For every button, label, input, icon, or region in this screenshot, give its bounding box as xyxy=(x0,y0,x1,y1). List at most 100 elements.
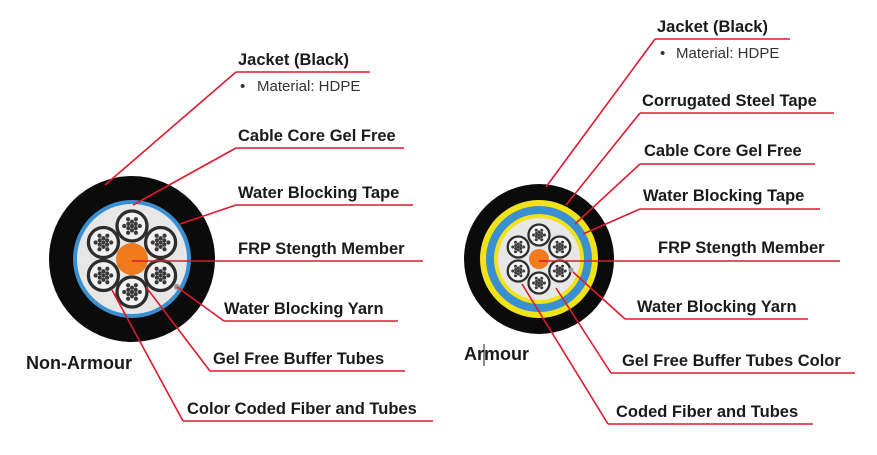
right-label-core: Cable Core Gel Free xyxy=(644,142,802,160)
left-fiber xyxy=(162,233,167,238)
right-fiber xyxy=(519,264,523,268)
left-fiber xyxy=(126,283,131,288)
right-fiber xyxy=(516,248,520,252)
right-fiber xyxy=(540,283,544,287)
left-label-yarn: Water Blocking Yarn xyxy=(224,300,384,318)
right-frp-member xyxy=(529,249,549,269)
right-fiber xyxy=(532,281,536,285)
right-fiber xyxy=(560,271,564,275)
left-fiber xyxy=(133,296,138,301)
right-fiber xyxy=(558,245,562,249)
right-fiber xyxy=(558,272,562,276)
right-fiber xyxy=(558,266,562,270)
right-fiber xyxy=(516,269,520,273)
right-fiber xyxy=(534,238,538,242)
left-fiber xyxy=(126,230,131,235)
left-fiber xyxy=(105,233,110,238)
left-fiber xyxy=(93,240,98,245)
right-fiber xyxy=(522,269,526,273)
left-fiber xyxy=(166,240,171,245)
left-fiber xyxy=(154,233,159,238)
right-fiber xyxy=(561,250,565,254)
right-fiber xyxy=(537,233,541,237)
right-fiber xyxy=(552,269,556,273)
left-fiber xyxy=(133,283,138,288)
right-bullet: • xyxy=(660,45,665,62)
right-fiber xyxy=(534,231,538,235)
right-fiber xyxy=(537,236,541,240)
left-fiber xyxy=(101,240,106,245)
left-fiber xyxy=(101,277,106,282)
right-fiber xyxy=(560,247,564,251)
right-fiber xyxy=(537,281,541,285)
left-fiber xyxy=(150,273,155,278)
right-fiber xyxy=(537,230,541,234)
left-fiber xyxy=(126,287,131,292)
left-bullet: • xyxy=(240,78,245,95)
right-water-blocking-yarn xyxy=(568,267,574,273)
right-fiber xyxy=(560,267,564,271)
right-label-steel: Corrugated Steel Tape xyxy=(642,92,817,110)
armour-cross-section xyxy=(464,184,614,334)
right-fiber xyxy=(534,235,538,239)
left-fiber xyxy=(122,289,127,295)
left-fiber xyxy=(154,242,159,247)
right-fiber xyxy=(511,269,515,273)
right-fiber xyxy=(513,274,517,278)
right-label-yarn: Water Blocking Yarn xyxy=(637,298,797,316)
right-fiber xyxy=(563,269,567,273)
right-label-tubes: Gel Free Buffer Tubes Color xyxy=(622,352,841,370)
left-fiber xyxy=(97,238,102,243)
right-fiber xyxy=(552,245,556,249)
left-fiber xyxy=(105,280,110,285)
left-fiber xyxy=(126,226,131,231)
left-fiber xyxy=(97,266,102,271)
left-fiber xyxy=(158,273,163,278)
left-fiber xyxy=(129,285,135,290)
right-fiber xyxy=(534,286,538,290)
left-fiber xyxy=(101,244,106,249)
right-label-frp: FRP Stength Member xyxy=(658,239,825,257)
right-fiber xyxy=(514,243,518,247)
left-fiber xyxy=(158,240,163,245)
left-fiber xyxy=(162,275,167,280)
left-fiber xyxy=(162,247,167,252)
left-fiber xyxy=(162,280,167,285)
left-fiber xyxy=(126,292,131,297)
right-fiber xyxy=(513,240,517,244)
left-fiber xyxy=(133,230,138,235)
left-fiber xyxy=(105,266,110,271)
left-fiber xyxy=(133,287,138,292)
right-leaders xyxy=(521,38,855,425)
right-label-jacket-material: Material: HDPE xyxy=(676,45,779,62)
left-fiber xyxy=(101,269,106,274)
right-fiber xyxy=(519,267,523,271)
right-fiber xyxy=(540,235,544,239)
left-fiber xyxy=(109,240,114,245)
left-fiber xyxy=(133,217,138,222)
left-fiber xyxy=(137,223,142,229)
left-fiber xyxy=(166,273,171,278)
left-leaders xyxy=(104,71,433,422)
left-fiber xyxy=(162,271,167,276)
left-fiber xyxy=(133,221,138,226)
right-fiber xyxy=(540,238,544,242)
right-fiber xyxy=(561,274,565,278)
left-fiber xyxy=(158,277,163,282)
left-fiber xyxy=(129,289,135,295)
left-fiber xyxy=(154,238,159,243)
left-fiber xyxy=(129,294,135,299)
right-label-tape: Water Blocking Tape xyxy=(643,187,804,205)
right-fiber xyxy=(555,240,559,244)
left-fiber xyxy=(133,226,138,231)
non-armour-cross-section xyxy=(49,176,215,342)
right-fiber xyxy=(540,286,544,290)
right-fiber xyxy=(555,243,559,247)
right-fiber xyxy=(542,233,546,237)
right-fiber xyxy=(514,271,518,275)
right-label-fiber: Coded Fiber and Tubes xyxy=(616,403,798,421)
left-fiber xyxy=(129,228,135,233)
left-fiber xyxy=(97,233,102,238)
left-fiber xyxy=(129,223,135,229)
